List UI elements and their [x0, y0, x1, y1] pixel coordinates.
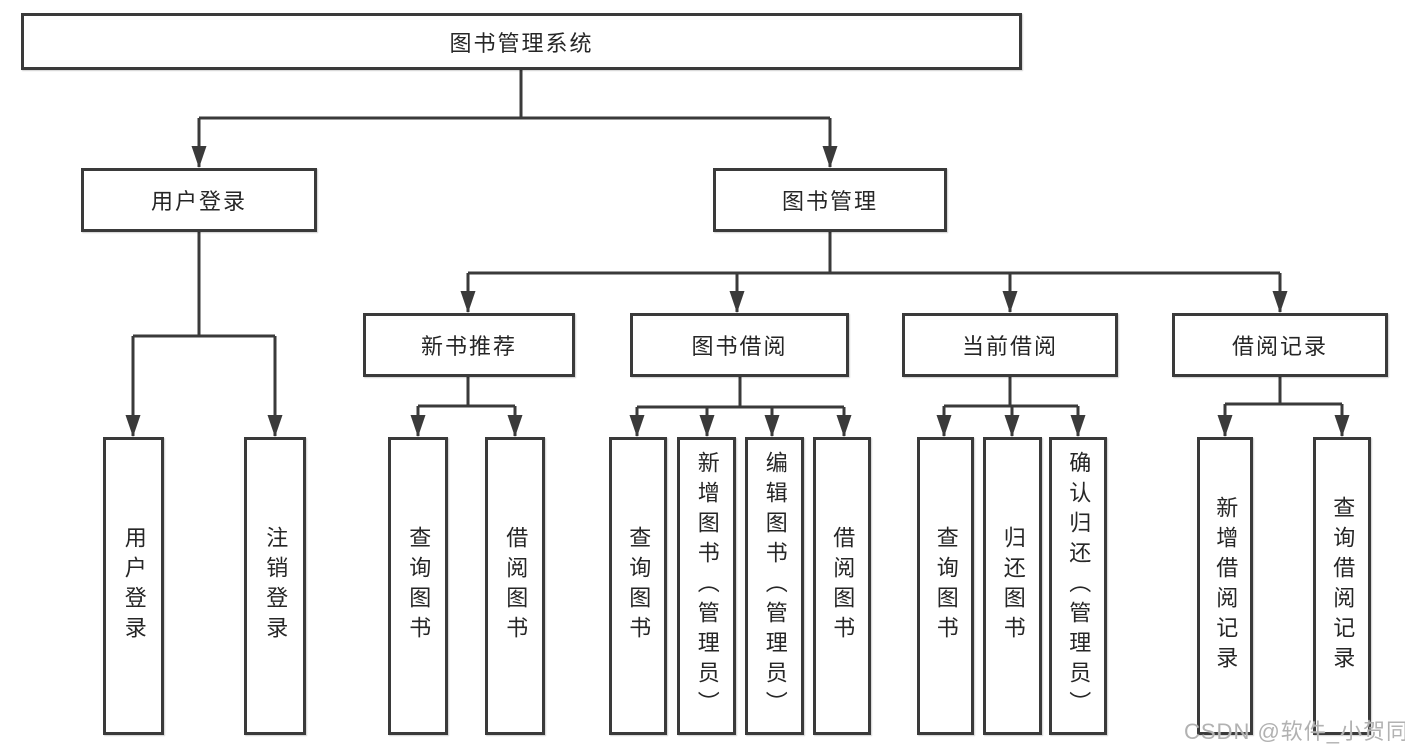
node-label: 图书借阅: [691, 334, 788, 359]
leaf-user-login: 用户登录: [103, 437, 164, 735]
node-label: 确认归还（管理员）: [1066, 451, 1092, 721]
node-user-login: 用户登录: [81, 168, 317, 232]
arrowhead-icon: [1070, 415, 1086, 437]
arrowhead-icon: [764, 415, 780, 437]
node-label: 用户登录: [121, 526, 147, 646]
arrowhead-icon: [822, 146, 838, 168]
arrowhead-icon: [629, 415, 645, 437]
arrowhead-icon: [460, 291, 476, 313]
arrowhead-icon: [936, 415, 952, 437]
node-label: 编辑图书（管理员）: [762, 451, 788, 721]
tree-edges: [131, 70, 1344, 436]
leaf-borrow-query-books: 查询图书: [609, 437, 667, 735]
node-label: 借阅图书: [830, 526, 856, 646]
leaf-records-query-record: 查询借阅记录: [1313, 437, 1371, 735]
arrowhead-icon: [1002, 291, 1018, 313]
leaf-borrow-borrow-books: 借阅图书: [813, 437, 871, 735]
leaf-current-confirm-return-admin: 确认归还（管理员）: [1049, 437, 1107, 735]
node-label: 新书推荐: [420, 334, 517, 359]
node-new-book-recommendation: 新书推荐: [363, 313, 575, 377]
node-book-borrowing: 图书借阅: [630, 313, 849, 377]
node-library-management-system: 图书管理系统: [21, 13, 1022, 70]
arrowhead-icon: [836, 415, 852, 437]
leaf-logout: 注销登录: [244, 437, 306, 735]
node-label: 注销登录: [263, 526, 289, 646]
arrowhead-icon: [1334, 415, 1350, 437]
node-label: 归还图书: [1000, 526, 1026, 646]
leaf-records-add-record: 新增借阅记录: [1197, 437, 1253, 735]
node-label: 图书管理: [781, 189, 878, 214]
arrowhead-icon: [507, 415, 523, 437]
node-label: 新增图书（管理员）: [694, 451, 720, 721]
leaf-borrow-edit-books-admin: 编辑图书（管理员）: [745, 437, 804, 735]
leaf-recommend-query-books: 查询图书: [388, 437, 448, 735]
node-current-borrowing: 当前借阅: [902, 313, 1118, 377]
leaf-borrow-add-books-admin: 新增图书（管理员）: [677, 437, 736, 735]
node-label: 图书管理系统: [449, 30, 594, 56]
leaf-recommend-borrow-books: 借阅图书: [485, 437, 545, 735]
arrowhead-icon: [699, 415, 715, 437]
leaf-current-return-books: 归还图书: [983, 437, 1042, 735]
node-label: 查询图书: [406, 526, 432, 646]
node-label: 新增借阅记录: [1213, 496, 1239, 676]
node-label: 查询图书: [933, 526, 959, 646]
node-book-management: 图书管理: [713, 168, 947, 232]
node-label: 查询借阅记录: [1330, 496, 1356, 676]
node-label: 查询图书: [626, 526, 652, 646]
arrowhead-icon: [1272, 291, 1288, 313]
arrowhead-icon: [729, 291, 745, 313]
arrowhead-icon: [267, 415, 283, 437]
node-label: 当前借阅: [961, 334, 1058, 359]
arrowhead-icon: [1004, 415, 1020, 437]
arrowhead-icon: [1217, 415, 1233, 437]
watermark: CSDN @软件_小贺同学: [1184, 719, 1405, 744]
arrowhead-icon: [191, 146, 207, 168]
node-label: 借阅图书: [503, 526, 529, 646]
node-label: 用户登录: [150, 189, 247, 214]
arrowhead-icon: [410, 415, 426, 437]
node-label: 借阅记录: [1231, 334, 1328, 359]
arrowhead-icon: [125, 415, 141, 437]
node-borrowing-records: 借阅记录: [1172, 313, 1388, 377]
leaf-current-query-books: 查询图书: [917, 437, 974, 735]
